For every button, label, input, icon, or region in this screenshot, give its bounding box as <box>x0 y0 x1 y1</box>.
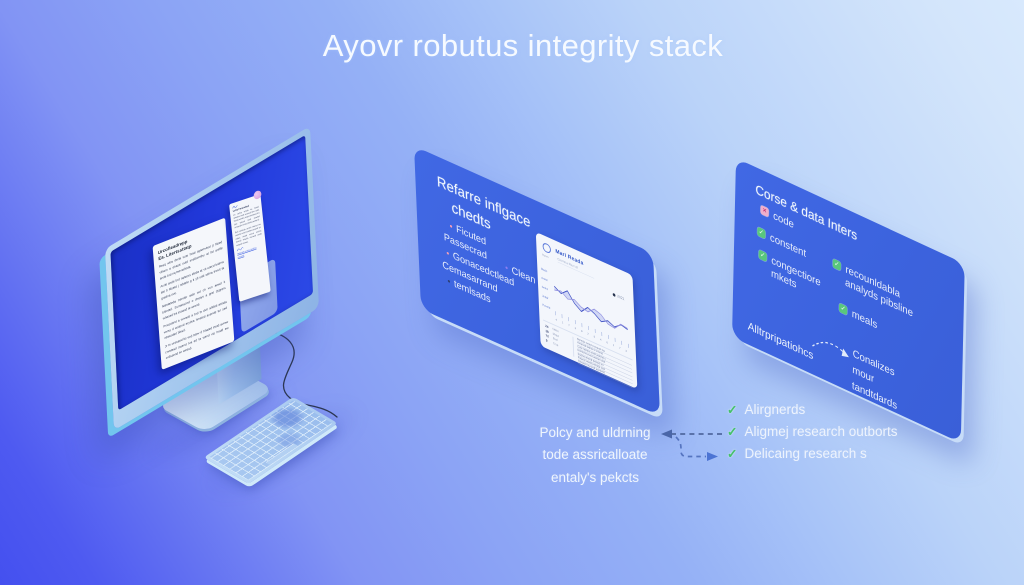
chart-series-secondary <box>554 289 628 329</box>
panel-note-right: Conalizes mour tandtdards <box>851 347 898 412</box>
checklist-label: Alirgnerds <box>744 402 806 417</box>
line-chart <box>554 285 629 348</box>
check-icon: ✓ <box>838 302 848 316</box>
code-data-panel: Corse & data Inters × code ✓ constent ✓ … <box>732 158 965 443</box>
report-card: Rcsm Mari Reada Cremrra Rezr df 2021 Med… <box>535 231 638 390</box>
check-icon: ✓ <box>757 226 766 240</box>
check-icon: ✓ <box>727 447 738 461</box>
card-logo-label: Rcsm <box>542 253 549 260</box>
callout-text: Polcy and uldrning tode assricalloate en… <box>500 422 690 489</box>
bullet-label: Clean <box>511 265 536 287</box>
bullet-icon: • <box>449 220 453 232</box>
reference-checks-panel: Refarre inflgace chedts •Ficuted Passecr… <box>414 146 660 416</box>
callout-line: Polcy and uldrning <box>539 425 651 440</box>
bullet-icon: • <box>447 275 451 287</box>
side-document: Lctte Ferandied Ltr cefna wrtda es hvted… <box>229 189 271 302</box>
checklist-label: Delicaing research s <box>744 446 867 461</box>
check-icon: ✓ <box>758 249 767 263</box>
panel-note-left: Alltrpripatiohcs <box>747 320 814 363</box>
callout-line: tode assricalloate <box>542 447 648 463</box>
checklist-item: ✓ Delicaing research s <box>727 446 867 461</box>
panel-item-label: meals <box>851 307 878 332</box>
bullet-icon: • <box>446 247 450 259</box>
checklist-label: Aligmej research outborts <box>744 424 898 439</box>
chart-ticks <box>555 311 629 348</box>
checklist-item: ✓ Aligmej research outborts <box>727 424 898 439</box>
panel-list-item: ✓ meals <box>838 302 878 333</box>
wave-logo-icon <box>232 205 238 209</box>
arrow-right-head <box>707 452 718 461</box>
code-icon: × <box>760 204 769 218</box>
curved-arrow-head <box>841 348 849 358</box>
curved-arrow-line <box>812 341 844 353</box>
page-title: Ayovr robutus integrity stack <box>322 28 724 63</box>
checklist-item: ✓ Alirgnerds <box>727 402 805 417</box>
callout-line: entaly's pekcts <box>550 469 640 485</box>
card-vertical-divider <box>572 336 575 357</box>
bullet-icon: • <box>504 262 509 274</box>
check-icon: ✓ <box>727 425 738 439</box>
card-logo-icon <box>542 241 551 254</box>
check-icon: ✓ <box>832 258 841 272</box>
signature-squiggle-icon <box>237 247 244 252</box>
curved-dashed-arrow <box>812 341 849 358</box>
check-icon: ✓ <box>727 403 738 417</box>
